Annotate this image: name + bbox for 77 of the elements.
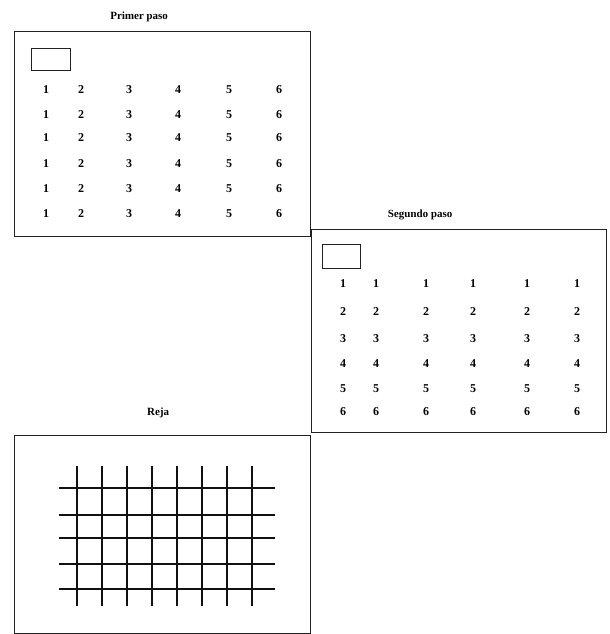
table-number: 2 (340, 304, 346, 319)
table-number: 5 (524, 381, 530, 396)
table-number: 1 (43, 130, 49, 145)
table-number: 4 (175, 206, 181, 221)
table-number: 6 (574, 404, 580, 419)
table-number: 3 (524, 331, 530, 346)
table-number: 5 (226, 130, 232, 145)
table-number: 3 (373, 331, 379, 346)
panel-heading: Segundo paso (388, 208, 452, 220)
table-number: 3 (340, 331, 346, 346)
table-number: 5 (226, 206, 232, 221)
blank-box (322, 244, 361, 269)
table-number: 1 (43, 82, 49, 97)
table-number: 2 (574, 304, 580, 319)
table-number: 6 (276, 181, 282, 196)
table-number: 1 (43, 156, 49, 171)
table-number: 2 (373, 304, 379, 319)
panel-heading: Reja (147, 406, 169, 418)
table-number: 3 (574, 331, 580, 346)
table-number: 1 (340, 276, 346, 291)
table-number: 2 (78, 107, 84, 122)
table-number: 3 (126, 130, 132, 145)
table-number: 4 (524, 356, 530, 371)
table-number: 3 (470, 331, 476, 346)
table-number: 6 (276, 130, 282, 145)
table-number: 4 (373, 356, 379, 371)
table-number: 1 (470, 276, 476, 291)
table-number: 6 (276, 107, 282, 122)
table-number: 6 (423, 404, 429, 419)
table-number: 1 (373, 276, 379, 291)
table-number: 2 (78, 181, 84, 196)
table-number: 2 (78, 82, 84, 97)
table-number: 5 (574, 381, 580, 396)
table-number: 6 (470, 404, 476, 419)
table-number: 5 (226, 181, 232, 196)
table-number: 2 (524, 304, 530, 319)
table-number: 3 (126, 206, 132, 221)
table-number: 2 (78, 156, 84, 171)
table-number: 4 (175, 156, 181, 171)
table-number: 3 (126, 156, 132, 171)
table-number: 5 (423, 381, 429, 396)
table-number: 5 (470, 381, 476, 396)
table-number: 4 (175, 181, 181, 196)
table-number: 6 (373, 404, 379, 419)
panel-heading: Primer paso (110, 10, 168, 22)
table-number: 5 (340, 381, 346, 396)
table-number: 4 (175, 130, 181, 145)
table-number: 6 (276, 156, 282, 171)
table-number: 4 (340, 356, 346, 371)
table-number: 2 (78, 206, 84, 221)
table-number: 3 (423, 331, 429, 346)
table-number: 5 (226, 107, 232, 122)
table-number: 5 (226, 156, 232, 171)
table-number: 4 (470, 356, 476, 371)
table-number: 4 (175, 107, 181, 122)
table-number: 1 (574, 276, 580, 291)
table-number: 6 (276, 206, 282, 221)
table-number: 5 (373, 381, 379, 396)
table-number: 6 (524, 404, 530, 419)
table-number: 4 (423, 356, 429, 371)
blank-box (31, 48, 71, 71)
table-number: 2 (470, 304, 476, 319)
table-number: 1 (43, 181, 49, 196)
table-number: 5 (226, 82, 232, 97)
table-number: 1 (423, 276, 429, 291)
table-number: 1 (43, 206, 49, 221)
table-number: 3 (126, 181, 132, 196)
table-number: 3 (126, 82, 132, 97)
table-number: 1 (43, 107, 49, 122)
table-number: 4 (574, 356, 580, 371)
table-number: 1 (524, 276, 530, 291)
table-number: 6 (276, 82, 282, 97)
table-number: 4 (175, 82, 181, 97)
table-number: 3 (126, 107, 132, 122)
table-number: 2 (423, 304, 429, 319)
table-number: 6 (340, 404, 346, 419)
table-number: 2 (78, 130, 84, 145)
